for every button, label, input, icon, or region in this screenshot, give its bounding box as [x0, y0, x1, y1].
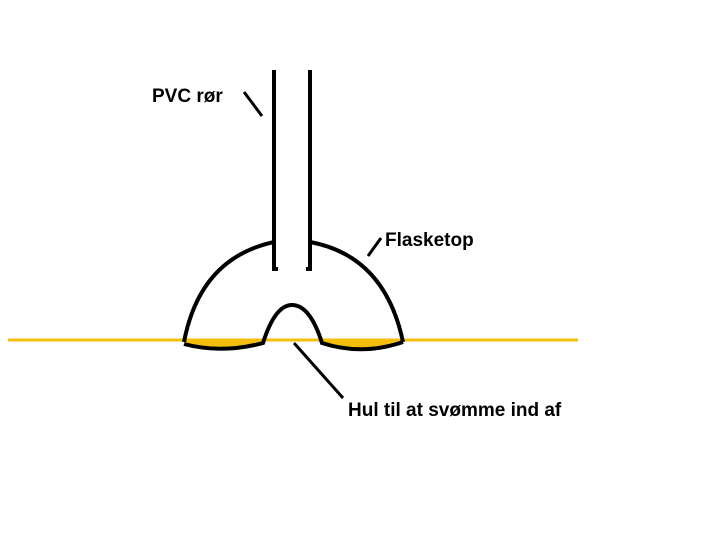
water-fill-left — [186, 341, 262, 348]
bottle-top-label: Flasketop — [385, 230, 474, 251]
leader-lines — [242, 91, 383, 399]
hole-label: Hul til at svømme ind af — [348, 400, 562, 421]
bottle-top-shape — [182, 240, 405, 352]
pvc-pipe-label: PVC rør — [152, 86, 223, 107]
pvc-pipe — [272, 70, 312, 271]
